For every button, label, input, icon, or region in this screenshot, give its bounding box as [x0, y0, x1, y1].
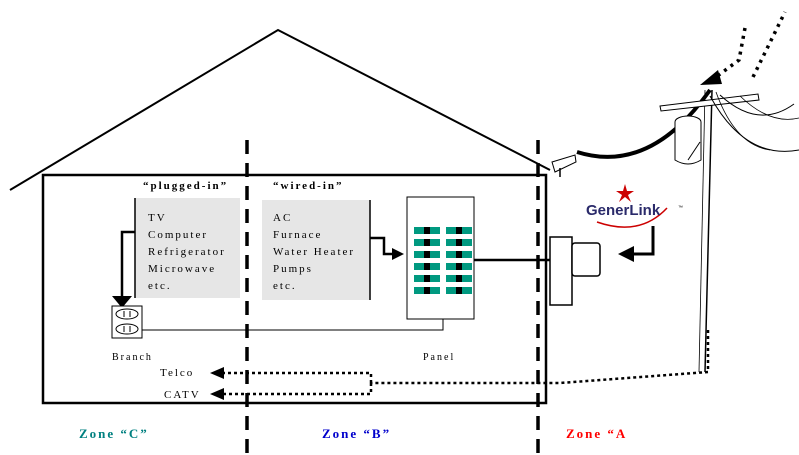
- incoming-signal-line-2: [751, 11, 787, 78]
- branch-wire: [142, 318, 444, 331]
- generlink-pointer-arrow-icon: [618, 246, 634, 262]
- incoming-signal-line-1: [710, 27, 747, 82]
- breaker-handle: [456, 287, 462, 294]
- plugged-in-list-item: etc.: [148, 280, 172, 292]
- breaker-handle: [424, 239, 430, 246]
- transformer-icon: [674, 122, 702, 165]
- pole-crossarm: [659, 93, 760, 112]
- telco-cable: [222, 371, 373, 383]
- catv-label: CATV: [164, 389, 201, 401]
- overhead-wire-1: [709, 95, 799, 152]
- house-outline: [41, 173, 548, 405]
- panel-label: Panel: [423, 352, 455, 363]
- generlink-pointer: [632, 226, 655, 256]
- overhead-wire-3: [739, 95, 799, 120]
- overhead-wire-4: [715, 91, 771, 151]
- meter-icon: [549, 236, 601, 306]
- logo-trademark: ™: [678, 205, 683, 211]
- wired-in-box: [262, 200, 370, 300]
- outlet-icon: [111, 305, 143, 339]
- wired-in-list-item: Furnace: [273, 229, 322, 241]
- breaker-handle: [456, 263, 462, 270]
- catv-cable: [222, 383, 373, 396]
- breaker-handle: [424, 251, 430, 258]
- transformer-lead: [687, 141, 701, 161]
- plugged-in-heading: “plugged-in”: [143, 180, 228, 192]
- service-drop: [576, 88, 712, 159]
- wired-in-list-item: Pumps: [273, 263, 313, 275]
- logo-star-icon: [616, 184, 634, 202]
- breaker-handle: [456, 227, 462, 234]
- zone-label: Zone “C”: [79, 426, 149, 441]
- breaker-handle: [424, 227, 430, 234]
- incoming-signal-arrow-icon: [700, 70, 722, 85]
- plugged-cord-arrow-icon: [112, 296, 132, 308]
- zone-label: Zone “A: [566, 426, 627, 441]
- plugged-cord: [120, 230, 135, 298]
- plugged-in-list-item: Microwave: [148, 263, 216, 275]
- plugged-in-list-item: Computer: [148, 229, 208, 241]
- wired-cord-arrow-icon: [392, 248, 404, 260]
- logo-text: GenerLink: [586, 202, 661, 219]
- telco-label: Telco: [160, 367, 194, 379]
- wired-in-list-item: AC: [273, 212, 292, 224]
- breaker-handle: [456, 239, 462, 246]
- zone-labels: Zone “C” Zone “B” Zone “A: [79, 426, 627, 441]
- wired-cord: [370, 236, 394, 256]
- panel-breakers: [414, 227, 472, 294]
- plugged-in-list-item: Refrigerator: [148, 246, 226, 258]
- generlink-logo: GenerLink ™: [586, 184, 683, 228]
- telco-arrow-icon: [210, 367, 224, 379]
- breaker-handle: [456, 275, 462, 282]
- plugged-in-list-item: TV: [148, 212, 167, 224]
- house-roof: [9, 28, 551, 191]
- wired-in-heading: “wired-in”: [273, 180, 344, 192]
- wired-in-list-item: etc.: [273, 280, 297, 292]
- weatherhead-icon: [551, 154, 577, 173]
- overhead-wire-2: [719, 94, 795, 116]
- catv-arrow-icon: [210, 388, 224, 400]
- wired-in-list-item: Water Heater: [273, 246, 355, 258]
- logo-swoosh: [596, 207, 668, 228]
- breaker-handle: [424, 287, 430, 294]
- plugged-in-box: [135, 198, 240, 298]
- telco-catv-feed: [371, 330, 710, 385]
- breaker-handle: [424, 275, 430, 282]
- breaker-handle: [424, 263, 430, 270]
- breaker-handle: [456, 251, 462, 258]
- zone-label: Zone “B”: [322, 426, 391, 441]
- utility-pole: [659, 89, 760, 373]
- branch-label: Branch: [112, 352, 153, 363]
